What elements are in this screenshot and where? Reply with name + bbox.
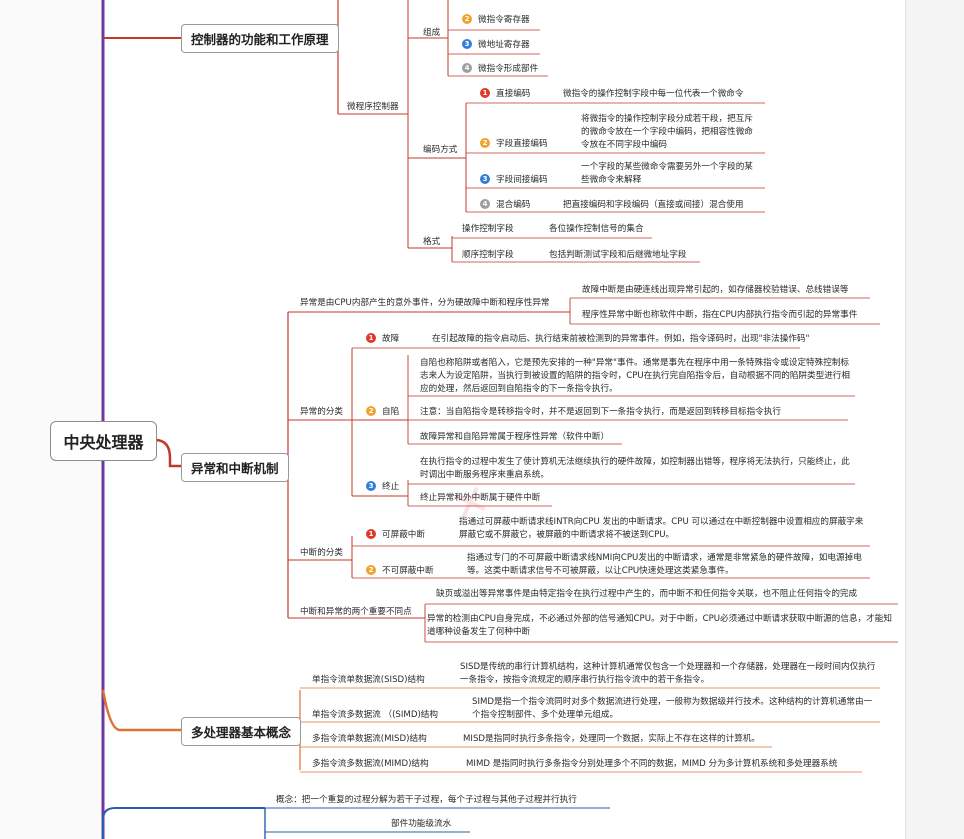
exception-classification-label[interactable]: 异常的分类 — [300, 407, 343, 417]
maskable-desc: 指通过可屏蔽中断请求线INTR向CPU 发出的中断请求。CPU 可以通过在中断控… — [459, 517, 864, 540]
arch-desc: SISD是传统的串行计算机结构，这种计算机通常仅包含一个处理器和一个存储器，处理… — [460, 662, 876, 685]
differences-label[interactable]: 中断和异常的两个重要不同点 — [300, 607, 412, 617]
format-desc: 包括判断测试字段和后继微地址字段 — [549, 250, 687, 260]
fault-desc: 在引起故障的指令启动后、执行结束前被检测到的异常事件。例如，指令译码时，出现"非… — [432, 334, 810, 344]
composition-label[interactable]: 组成 — [423, 28, 441, 38]
pipeline-child[interactable]: 部件功能级流水 — [391, 819, 452, 829]
definition-item: 故障中断是由硬连线出现异常引起的，如存储器校验错误、总线错误等 — [582, 285, 849, 295]
arch-item[interactable]: 单指令流单数据流(SISD)结构 — [312, 675, 425, 685]
format-desc: 各位操作控制信号的集合 — [549, 224, 644, 234]
trap-desc: 自陷也称陷阱或者陷入，它是预先安排的一种"异常"事件。通常是事先在程序中用一条特… — [420, 358, 850, 394]
encoding-label[interactable]: 编码方式 — [423, 145, 458, 155]
topic-multiprocessor[interactable]: 多处理器基本概念 — [181, 717, 302, 746]
encoding-desc: 微指令的操作控制字段中每一位代表一个微命令 — [563, 89, 744, 99]
arch-desc: MISD是指同时执行多条指令，处理同一个数据，实际上不存在这样的计算机。 — [463, 734, 761, 744]
trap-note: 注意：当自陷指令是转移指令时，并不是返回到下一条指令执行，而是返回到转移目标指令… — [420, 407, 781, 417]
difference-item: 异常的检测由CPU自身完成，不必通过外部的信号通知CPU。对于中断，CPU必须通… — [427, 614, 892, 637]
encoding-desc: 把直接编码和字段编码（直接或间接）混合使用 — [563, 200, 744, 210]
arch-desc: MIMD 是指同时执行多条指令分别处理多个不同的数据，MIMD 分为多计算机系统… — [466, 759, 838, 769]
arch-item[interactable]: 多指令流多数据流(MIMD)结构 — [312, 759, 429, 769]
micro-controller-label[interactable]: 微程序控制器 — [347, 102, 399, 112]
root-topic[interactable]: 中央处理器 — [50, 421, 157, 461]
left-panel — [0, 0, 101, 839]
arch-item[interactable]: 单指令流多数据流 （(SIMD)结构 — [312, 710, 438, 720]
pipeline-concept[interactable]: 概念：把一个重复的过程分解为若干子过程，每个子过程与其他子过程并行执行 — [276, 795, 577, 805]
trap-summary: 故障异常和自陷异常属于程序性异常（软件中断） — [420, 432, 610, 442]
format-item[interactable]: 操作控制字段 — [462, 224, 514, 234]
right-scroll-panel[interactable] — [905, 0, 964, 839]
abort-summary: 终止异常和外中断属于硬件中断 — [420, 493, 541, 503]
encoding-desc: 一个字段的某些微命令需要另外一个字段的某些微命令来解释 — [581, 162, 753, 185]
arch-item[interactable]: 多指令流单数据流(MISD)结构 — [312, 734, 427, 744]
definition-item: 程序性异常中断也称软件中断，指在CPU内部执行指令而引起的异常事件 — [582, 310, 858, 320]
difference-item: 缺页或溢出等异常事件是由特定指令在执行过程中产生的，而中断不和任何指令关联，也不… — [436, 589, 858, 599]
format-label[interactable]: 格式 — [423, 237, 441, 247]
arch-desc: SIMD是指一个指令流同时对多个数据流进行处理，一般称为数据级并行技术。这种结构… — [472, 697, 873, 720]
encoding-desc: 将微指令的操作控制字段分成若干段，把互斥的微命令放在一个字段中编码，把相容性微命… — [581, 114, 753, 150]
format-item[interactable]: 顺序控制字段 — [462, 250, 514, 260]
abort-desc: 在执行指令的过程中发生了使计算机无法继续执行的硬件故障，如控制器出错等，程序将无… — [420, 457, 850, 480]
nonmaskable-desc: 指通过专门的不可屏蔽中断请求线NMI向CPU发出的中断请求，通常是非常紧急的硬件… — [467, 553, 862, 576]
topic-controller[interactable]: 控制器的功能和工作原理 — [181, 24, 339, 53]
interrupt-classification-label[interactable]: 中断的分类 — [300, 548, 343, 558]
topic-exception[interactable]: 异常和中断机制 — [181, 453, 289, 482]
exception-definition[interactable]: 异常是由CPU内部产生的意外事件，分为硬故障中断和程序性异常 — [300, 298, 550, 308]
